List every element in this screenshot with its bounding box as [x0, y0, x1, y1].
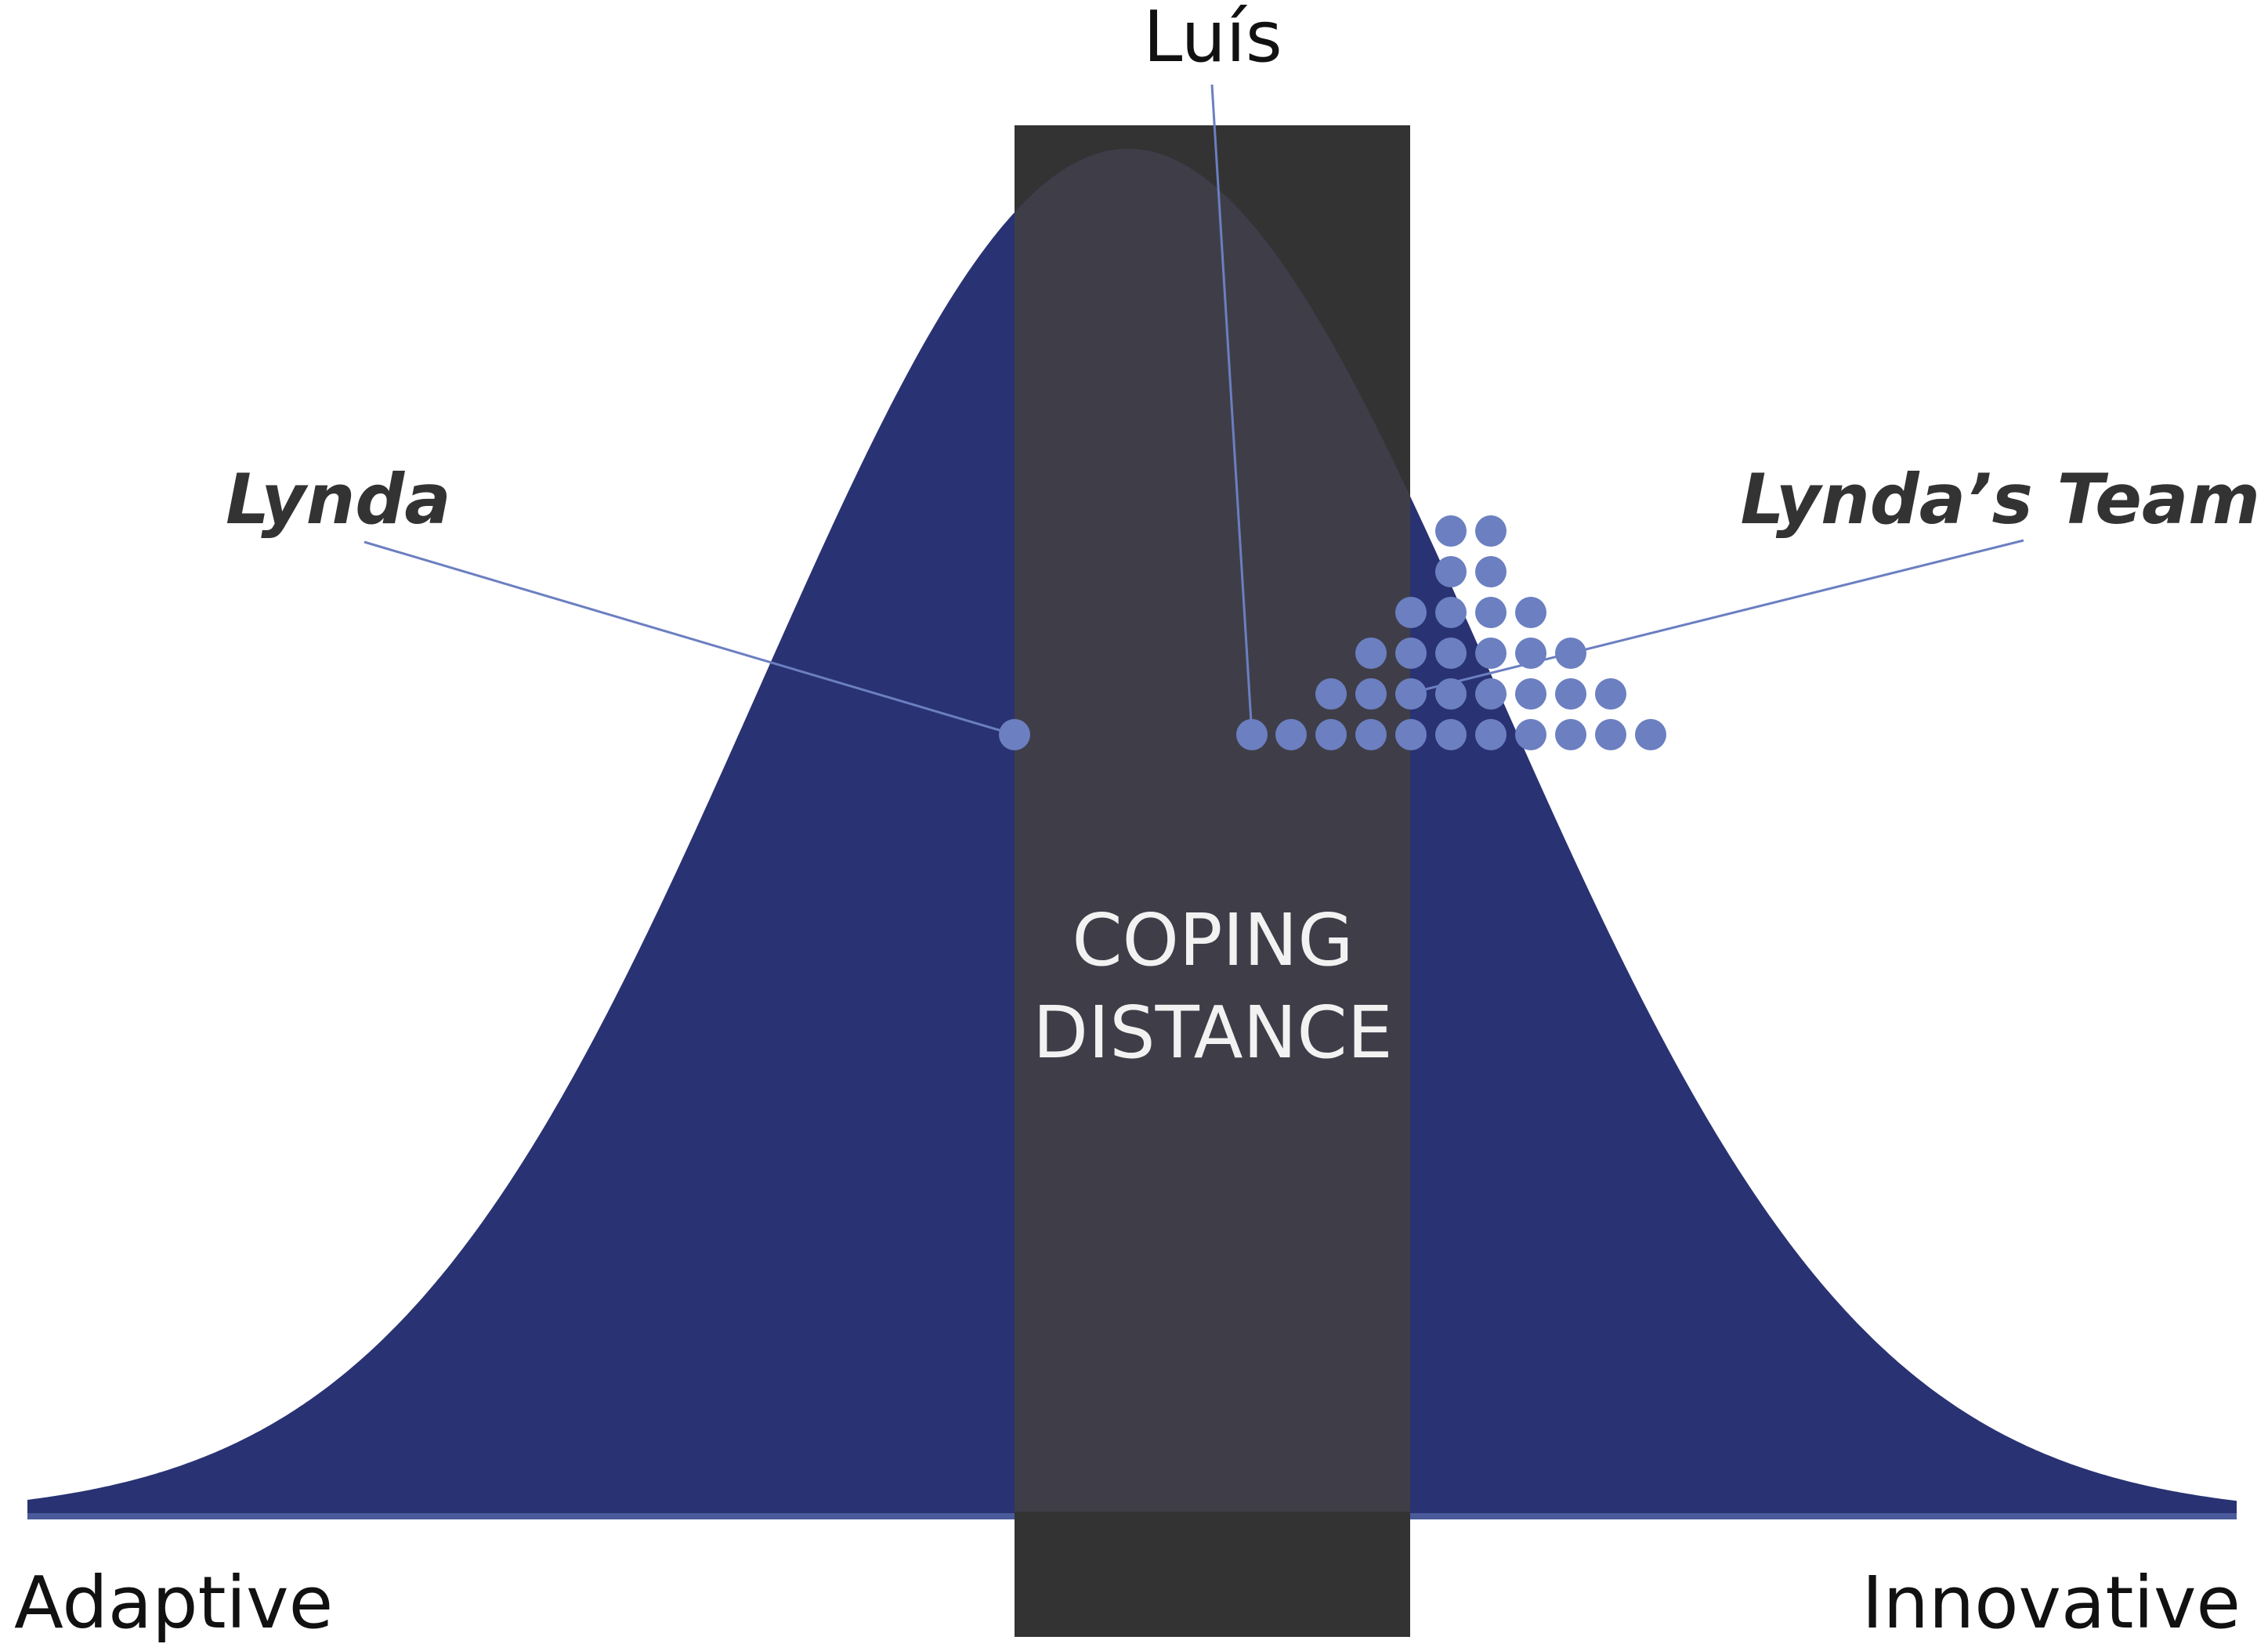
luis-label: Luís	[1143, 0, 1282, 78]
team-member-dot	[1555, 719, 1586, 750]
team-member-dot	[1475, 597, 1507, 628]
lynda-dot	[999, 719, 1030, 750]
team-member-dot	[1475, 719, 1507, 750]
team-member-dot	[1435, 638, 1467, 669]
lyndas-team-dots	[1275, 515, 1666, 750]
luis-dot	[1236, 719, 1268, 750]
innovative-axis-label: Innovative	[1861, 1561, 2241, 1645]
team-member-dot	[1355, 678, 1387, 710]
team-member-dot	[1515, 678, 1546, 710]
team-member-dot	[1395, 597, 1427, 628]
team-member-dot	[1395, 719, 1427, 750]
team-member-dot	[1595, 719, 1626, 750]
team-member-dot	[1555, 638, 1586, 669]
band-base	[1015, 1512, 1410, 1637]
team-member-dot	[1515, 638, 1546, 669]
team-member-dot	[1395, 678, 1427, 710]
adaptive-axis-label: Adaptive	[14, 1561, 333, 1645]
team-member-dot	[1435, 719, 1467, 750]
team-member-dot	[1435, 597, 1467, 628]
lynda-leader-line	[364, 540, 1015, 736]
team-member-dot	[1315, 678, 1347, 710]
team-member-dot	[1475, 556, 1507, 587]
lynda-label: Lynda	[226, 459, 451, 540]
lyndas-team-label: Lynda’s Team	[1741, 459, 2260, 540]
team-member-dot	[1515, 597, 1546, 628]
team-member-dot	[1395, 638, 1427, 669]
team-member-dot	[1315, 719, 1347, 750]
coping-distance-label-line2: DISTANCE	[1033, 991, 1393, 1075]
coping-distance-label-line1: COPING	[1072, 898, 1353, 982]
team-member-dot	[1435, 515, 1467, 547]
team-member-dot	[1475, 515, 1507, 547]
team-member-dot	[1515, 719, 1546, 750]
team-member-dot	[1595, 678, 1626, 710]
team-member-dot	[1275, 719, 1307, 750]
team-member-dot	[1475, 678, 1507, 710]
team-member-dot	[1355, 719, 1387, 750]
team-member-dot	[1635, 719, 1666, 750]
team-member-dot	[1355, 638, 1387, 669]
team-member-dot	[1555, 678, 1586, 710]
coping-distance-overlay	[1015, 149, 1410, 1516]
team-member-dot	[1435, 678, 1467, 710]
team-member-dot	[1435, 556, 1467, 587]
luis-leader-line	[1210, 84, 1253, 735]
team-member-dot	[1475, 638, 1507, 669]
